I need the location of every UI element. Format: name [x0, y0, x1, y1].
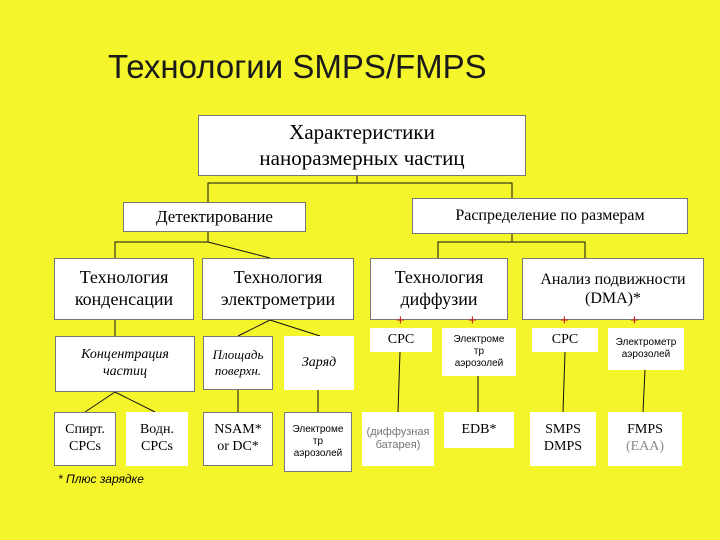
- aerosol-electrometer-diffusion-box: Электроме тр аэрозолей: [442, 328, 516, 376]
- connector-electrometry-charge: [269, 319, 321, 337]
- size-distribution-label: Распределение по размерам: [455, 207, 645, 225]
- connector-cpc-smps: [562, 351, 566, 413]
- water-cpcs-box: Водн. CPCs: [126, 412, 188, 466]
- diffusion-battery-label: (диффузная батарея): [366, 425, 430, 451]
- edb-label: EDB*: [461, 421, 497, 437]
- connector-concentration-alcohol: [84, 391, 116, 413]
- root-label: Характеристики наноразмерных частиц: [259, 120, 465, 170]
- eaa-label: (EAA): [625, 439, 665, 454]
- charge-label: Заряд: [301, 354, 337, 370]
- tech-electrometry-label: Технология электрометрии: [220, 267, 336, 309]
- cpc-diffusion-box: CPC: [370, 328, 432, 352]
- detection-box: Детектирование: [123, 202, 306, 232]
- dma-box: Анализ подвижности (DMA)*: [522, 258, 704, 320]
- connector-size-dma: [512, 241, 586, 258]
- cpc-dma-box: CPC: [532, 328, 598, 352]
- particle-concentration-box: Концентрация частиц: [55, 336, 195, 392]
- plus-sign: +: [630, 312, 639, 329]
- aerosol-electrometer-dma-box: Электрометр аэрозолей: [608, 328, 684, 370]
- aerosol-electrometer-diffusion-label: Электроме тр аэрозолей: [453, 334, 505, 369]
- connector-concentration-water: [114, 391, 156, 413]
- smps-dmps-label: SMPS DMPS: [543, 422, 583, 454]
- nsam-box: NSAM* or DC*: [203, 412, 273, 466]
- nsam-label: NSAM* or DC*: [214, 422, 262, 454]
- plus-sign: +: [396, 312, 405, 329]
- connector-electrometer-fmps: [642, 369, 646, 413]
- charge-box: Заряд: [284, 336, 354, 390]
- aerosol-electrometer-box: Электроме тр аэрозолей: [284, 412, 352, 472]
- tech-diffusion-label: Технология диффузии: [394, 267, 484, 309]
- tech-condensation-label: Технология конденсации: [74, 267, 174, 309]
- alcohol-cpcs-label: Спирт. CPCs: [65, 422, 105, 454]
- cpc-dma-label: CPC: [551, 331, 579, 347]
- connector-root-size: [357, 182, 513, 198]
- page-title: Технологии SMPS/FMPS: [108, 48, 487, 85]
- surface-area-box: Площадь поверхн.: [203, 336, 273, 390]
- connector-root-detection: [207, 176, 358, 202]
- tech-diffusion-box: Технология диффузии: [370, 258, 508, 320]
- smps-dmps-box: SMPS DMPS: [530, 412, 596, 466]
- footnote: * Плюс зарядке: [58, 472, 144, 486]
- connector-detection-electrometry: [207, 241, 271, 259]
- connector-detection-condensation: [114, 232, 209, 258]
- connector-size-diffusion: [437, 234, 513, 258]
- water-cpcs-label: Водн. CPCs: [139, 422, 175, 454]
- plus-sign: +: [468, 312, 477, 329]
- size-distribution-box: Распределение по размерам: [412, 198, 688, 234]
- fmps-box: FMPS (EAA): [608, 412, 682, 466]
- dma-label: Анализ подвижности (DMA)*: [540, 270, 686, 307]
- aerosol-electrometer-dma-label: Электрометр аэрозолей: [615, 337, 677, 360]
- diffusion-battery-box: (диффузная батарея): [362, 412, 434, 466]
- alcohol-cpcs-box: Спирт. CPCs: [54, 412, 116, 466]
- tech-condensation-box: Технология конденсации: [54, 258, 194, 320]
- aerosol-electrometer-label: Электроме тр аэрозолей: [292, 424, 344, 459]
- surface-area-label: Площадь поверхн.: [212, 347, 264, 378]
- cpc-diffusion-label: CPC: [387, 331, 415, 347]
- plus-sign: +: [560, 312, 569, 329]
- tech-electrometry-box: Технология электрометрии: [202, 258, 354, 320]
- fmps-label: FMPS: [627, 422, 663, 438]
- connector-electrometry-area: [237, 319, 271, 337]
- root-box: Характеристики наноразмерных частиц: [198, 115, 526, 176]
- detection-label: Детектирование: [156, 206, 273, 226]
- edb-box: EDB*: [444, 412, 514, 448]
- connector-cpc-battery: [397, 351, 401, 413]
- particle-concentration-label: Концентрация частиц: [81, 347, 169, 379]
